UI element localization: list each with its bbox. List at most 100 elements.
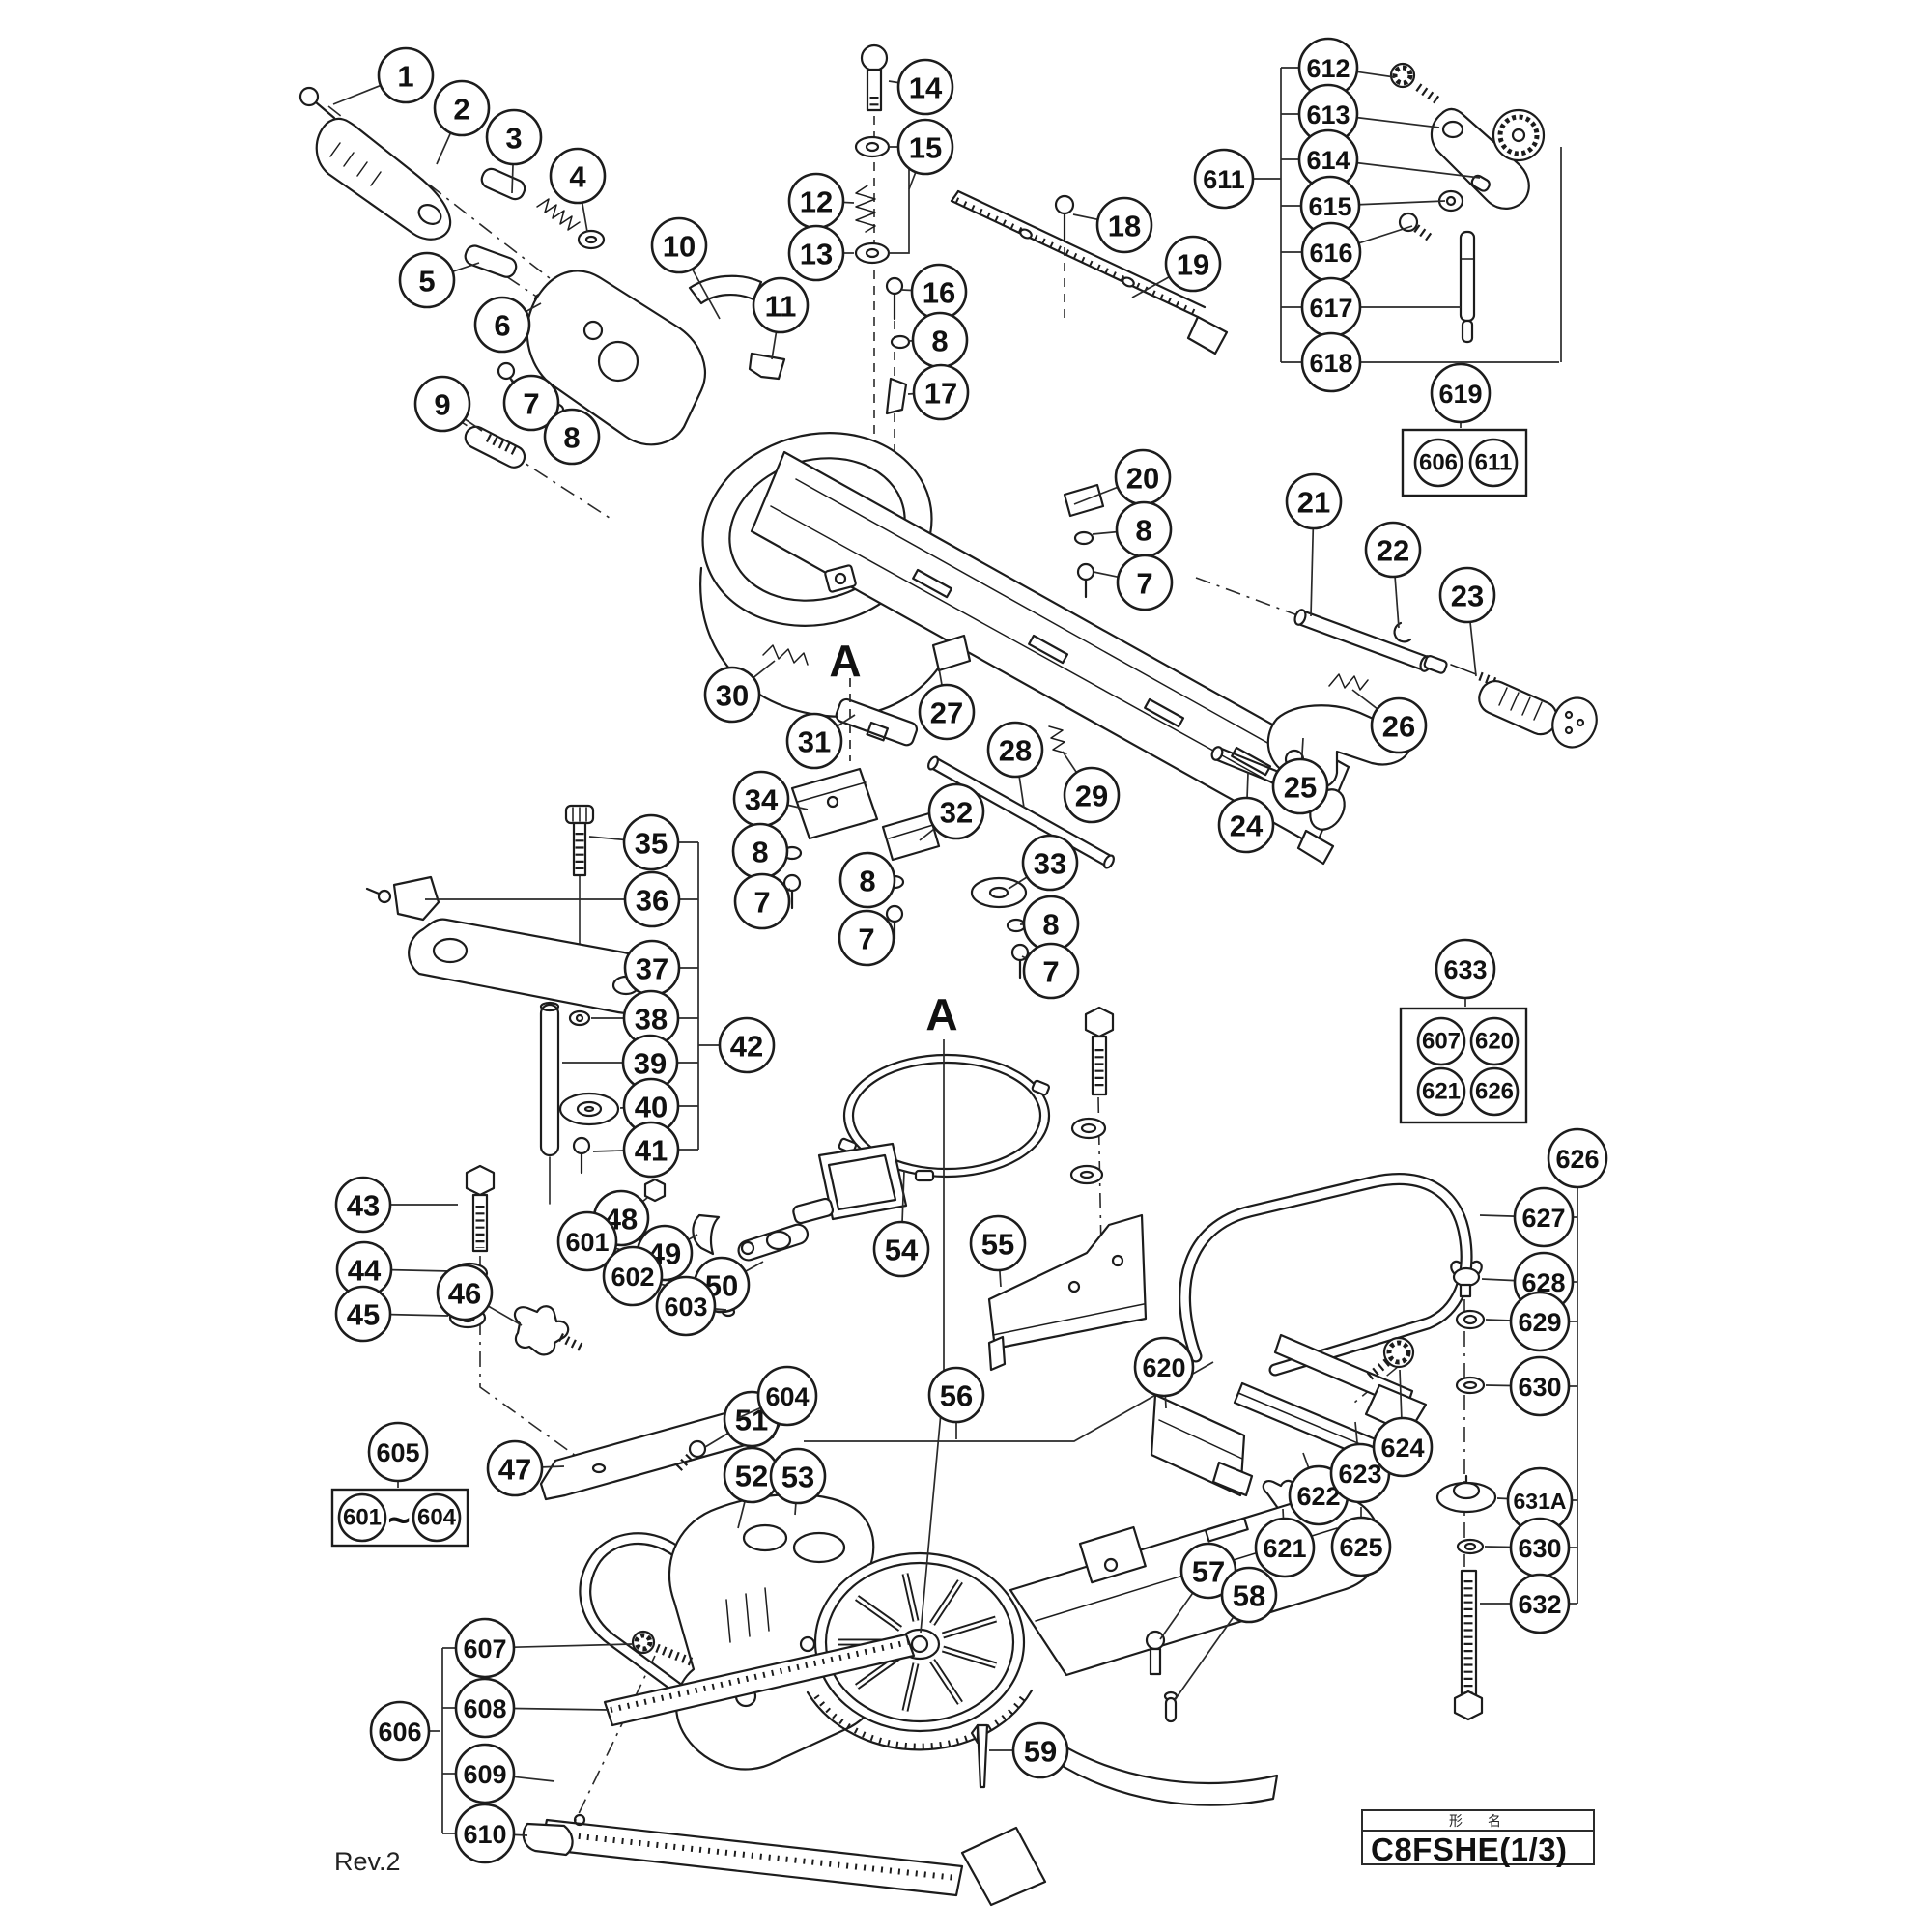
svg-text:2: 2 <box>453 93 469 127</box>
svg-text:632: 632 <box>1518 1590 1561 1619</box>
svg-text:8: 8 <box>563 421 580 455</box>
leader-line <box>1485 1319 1512 1321</box>
leader-line <box>691 269 721 320</box>
leader-line <box>688 1234 698 1241</box>
section-label-A: A <box>829 636 861 686</box>
svg-text:618: 618 <box>1309 349 1352 378</box>
leader-line <box>753 660 776 679</box>
callout-28: 28 <box>986 721 1044 809</box>
svg-text:26: 26 <box>1382 710 1415 744</box>
svg-text:609: 609 <box>463 1760 506 1789</box>
svg-text:630: 630 <box>1518 1373 1561 1402</box>
svg-text:619: 619 <box>1438 380 1482 409</box>
revision-label: Rev.2 <box>334 1847 401 1876</box>
leader-line <box>526 302 542 313</box>
callout-611 <box>1468 438 1519 488</box>
rear-handle-and-links-art <box>1150 1173 1497 1721</box>
svg-text:611: 611 <box>1475 450 1513 476</box>
callout-601: 601 <box>556 1210 631 1272</box>
leader-line <box>436 132 452 165</box>
leader-line <box>1092 530 1118 535</box>
svg-text:57: 57 <box>1192 1555 1225 1589</box>
svg-text:59: 59 <box>1024 1735 1057 1769</box>
svg-text:11: 11 <box>765 290 797 324</box>
leader-line <box>1479 1214 1516 1217</box>
leader-line <box>1496 1497 1509 1500</box>
svg-text:44: 44 <box>348 1254 382 1288</box>
leader-line <box>1131 275 1170 298</box>
leader-line <box>737 1500 746 1529</box>
callout-2: 2 <box>433 79 491 165</box>
leader-line <box>704 1432 729 1448</box>
callout-45: 45 <box>334 1285 449 1343</box>
callout-1: 1 <box>332 46 435 105</box>
svg-text:7: 7 <box>1136 567 1152 601</box>
callout-621 <box>1416 1066 1466 1117</box>
blade-ring-and-fence-art <box>838 1006 1148 1372</box>
svg-text:18: 18 <box>1108 210 1141 243</box>
svg-text:8: 8 <box>1135 514 1151 548</box>
callout-32: 32 <box>919 782 985 841</box>
callout-42: 42 <box>698 1016 776 1074</box>
leader-line <box>1073 486 1119 505</box>
callout-601 <box>337 1492 387 1543</box>
svg-text:55: 55 <box>981 1228 1014 1262</box>
callout-8: 8 <box>838 851 896 909</box>
svg-text:27: 27 <box>930 696 963 730</box>
leader-line <box>1282 1508 1285 1520</box>
svg-text:610: 610 <box>463 1820 506 1849</box>
callout-611: 611 <box>1193 148 1281 210</box>
svg-text:28: 28 <box>999 734 1032 768</box>
leader-line <box>581 202 588 233</box>
svg-text:601: 601 <box>343 1505 382 1531</box>
svg-text:29: 29 <box>1075 780 1108 813</box>
svg-text:626: 626 <box>1475 1079 1514 1105</box>
tilde-range-symbol: ~ <box>387 1499 410 1542</box>
svg-text:621: 621 <box>1263 1534 1306 1563</box>
callout-8: 8 <box>543 408 601 466</box>
callout-18: 18 <box>1072 196 1153 254</box>
svg-text:631A: 631A <box>1514 1489 1567 1514</box>
svg-text:6: 6 <box>494 309 510 343</box>
callout-6: 6 <box>473 296 542 354</box>
svg-text:626: 626 <box>1555 1145 1599 1174</box>
callout-610: 610 <box>442 1803 528 1864</box>
callout-626: 626 <box>1547 1127 1608 1189</box>
svg-text:604: 604 <box>417 1505 457 1531</box>
svg-text:8: 8 <box>859 865 875 898</box>
leader-line <box>464 418 483 432</box>
holddown-lever-art <box>539 1142 908 1738</box>
svg-text:52: 52 <box>735 1460 768 1493</box>
svg-text:20: 20 <box>1126 462 1159 496</box>
svg-text:35: 35 <box>635 827 668 861</box>
svg-text:10: 10 <box>663 230 696 264</box>
section-labels-layer: AA <box>829 636 957 1039</box>
leader-line <box>390 1268 451 1272</box>
svg-text:25: 25 <box>1284 771 1317 805</box>
callout-7: 7 <box>1021 942 1080 1000</box>
callout-625: 625 <box>1330 1507 1392 1577</box>
svg-text:612: 612 <box>1306 54 1350 83</box>
leader-line <box>999 1269 1002 1288</box>
callout-30: 30 <box>703 660 776 724</box>
svg-text:606: 606 <box>378 1718 421 1747</box>
svg-text:623: 623 <box>1338 1460 1381 1489</box>
callout-9: 9 <box>413 375 483 433</box>
svg-text:616: 616 <box>1309 239 1352 268</box>
svg-text:16: 16 <box>923 276 955 310</box>
callout-46: 46 <box>436 1264 523 1326</box>
callout-36: 36 <box>425 870 698 928</box>
svg-text:32: 32 <box>940 796 973 830</box>
leader-line <box>1358 225 1413 244</box>
callout-11: 11 <box>752 276 810 360</box>
svg-text:41: 41 <box>635 1134 668 1168</box>
callout-52: 52 <box>723 1446 781 1529</box>
svg-text:615: 615 <box>1308 192 1351 221</box>
callout-25: 25 <box>1271 737 1329 815</box>
svg-text:14: 14 <box>909 71 943 105</box>
leader-line <box>1246 772 1249 799</box>
callout-626 <box>1469 1066 1520 1117</box>
callout-15: 15 <box>896 118 954 190</box>
svg-text:43: 43 <box>347 1189 380 1223</box>
